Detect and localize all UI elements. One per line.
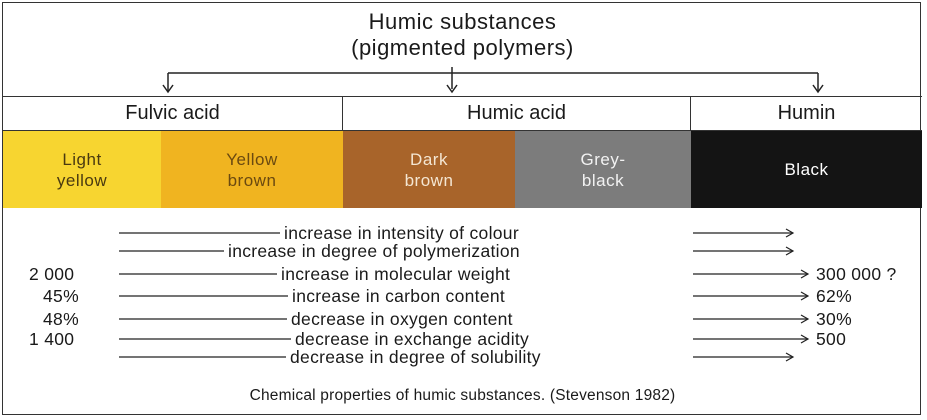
title-line-2: (pigmented polymers) [351,35,574,60]
swatch-label: Dark brown [404,149,454,190]
swatch-label: Black [784,160,829,179]
header-humic-acid: Humic acid [343,96,691,131]
property-arrowhead [785,228,795,238]
title-line-1: Humic substances [368,9,557,34]
branch-arrows [162,67,824,94]
figure-caption: Chemical properties of humic substances.… [249,387,676,404]
property-arrowhead [800,291,810,301]
property-text-polymerization: increase in degree of polymerization [228,241,520,261]
swatch-black: Black [691,131,922,208]
property-text-colour: increase in intensity of colour [284,223,519,243]
property-arrowhead [800,334,810,344]
value-left-molecular-weight: 2 000 [29,264,75,284]
swatch-label: Light yellow [56,149,108,190]
arrowhead-left [162,84,174,94]
arrowhead-right [812,84,824,94]
property-arrow-lines [119,228,810,362]
value-right-carbon: 62% [816,286,852,306]
swatch-grey-black: Grey- black [515,131,691,208]
swatch-yellow-brown: Yellow brown [161,131,343,208]
property-arrowhead [800,269,810,279]
value-right-exchange-acidity: 500 [816,329,847,349]
property-text-carbon: increase in carbon content [292,286,506,306]
value-right-molecular-weight: 300 000 ? [816,264,897,284]
property-arrowhead [800,314,810,324]
swatch-label: Yellow brown [226,149,278,190]
property-arrowhead [785,352,795,362]
value-right-oxygen: 30% [816,309,852,329]
property-arrowhead [785,246,795,256]
arrowhead-center [446,84,458,94]
swatch-light-yellow: Light yellow [3,131,161,208]
diagram-frame: Humic substances (pigmented polymers) Fu… [2,2,922,415]
header-label: Humin [777,102,836,124]
value-left-exchange-acidity: 1 400 [29,329,75,349]
property-text-exchange-acidity: decrease in exchange acidity [295,329,530,349]
header-label: Fulvic acid [125,102,220,124]
diagram-title: Humic substances (pigmented polymers) [3,9,922,61]
property-text-oxygen: decrease in oxygen content [291,309,513,329]
property-text-molecular-weight: increase in molecular weight [281,264,511,284]
header-fulvic-acid: Fulvic acid [3,96,343,131]
header-humin: Humin [691,96,922,131]
value-left-oxygen: 48% [43,309,79,329]
swatch-label: Grey- black [580,149,626,190]
header-label: Humic acid [467,102,566,124]
value-left-carbon: 45% [43,286,79,306]
swatch-dark-brown: Dark brown [343,131,515,208]
property-text-solubility: decrease in degree of solubility [290,347,541,367]
